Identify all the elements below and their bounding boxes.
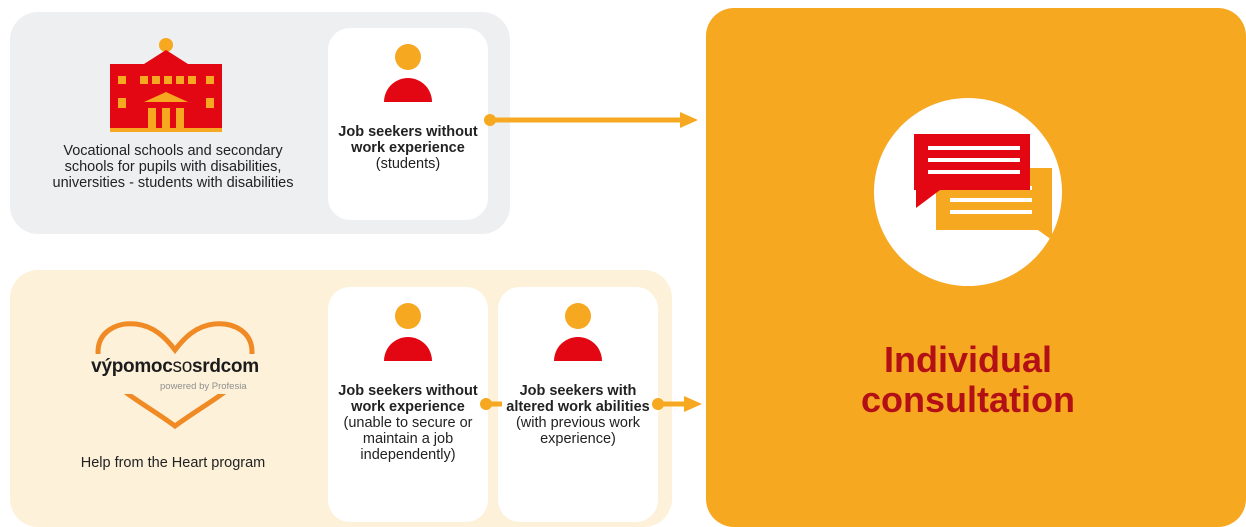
logo-wordmark: výpomocsosrdcom [91,356,259,377]
card-title: Job seekers with altered work abilities [506,383,650,415]
institution-label: Vocational schools and secondary schools… [52,143,294,191]
chat-bubbles-icon [914,134,1052,240]
card-altered-abilities: Job seekers with altered work abilities … [498,287,658,522]
arrow-right-icon [484,112,698,128]
person-icon [554,303,602,361]
card-title: Job seekers without work experience [338,124,478,156]
school-building-icon [110,38,222,132]
card-students: Job seekers without work experience (stu… [328,28,488,220]
program-label: Help from the Heart program [80,455,266,471]
consultation-title: Individual consultation [861,339,1075,420]
connector-line [480,398,502,410]
arrow-right-icon [652,396,702,412]
card-subtitle: (students) [375,156,441,172]
heart-logo-icon [90,321,260,430]
card-subtitle: (unable to secure or maintain a job inde… [343,415,473,463]
card-subtitle: (with previous work experience) [515,415,641,447]
logo-tagline: powered by Profesia [160,381,247,392]
person-icon [384,44,432,102]
person-icon [384,303,432,361]
heart-logo: výpomocsosrdcom powered by Profesia [70,318,280,430]
card-title: Job seekers without work experience [338,383,478,415]
card-unemployed: Job seekers without work experience (una… [328,287,488,522]
